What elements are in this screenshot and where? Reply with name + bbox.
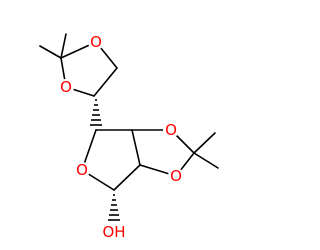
hashed-wedge-bond-upper	[90, 99, 102, 126]
bond-c2-c1	[113, 164, 141, 191]
atom-o-furanose-ring: O	[76, 161, 88, 179]
atom-o-ring-dioxolane-lower: O	[170, 167, 182, 185]
hashed-wedge-bond-hydroxyl	[108, 194, 120, 221]
atom-o-top-dioxolane-lower: O	[60, 78, 72, 96]
atom-o-ring-dioxolane-upper: O	[165, 121, 177, 139]
atom-o-top-dioxolane-upper: O	[90, 33, 102, 51]
bond-cq-methyl-top	[60, 33, 67, 59]
atom-hydroxyl: OH	[102, 223, 125, 241]
structure-canvas: O O O O O OH	[39, 33, 219, 241]
bond-cq-methyl-left	[39, 45, 62, 59]
bond-cq-methyl-upper	[193, 132, 216, 154]
bond-cq-methyl-lower	[193, 152, 219, 169]
bond-c3-c2	[131, 129, 141, 166]
upper-dioxolane-ring	[39, 33, 118, 97]
bond-ch2-ch	[93, 67, 118, 97]
furanose-ring	[81, 129, 141, 191]
atom-labels: O O O O O OH	[58, 33, 184, 241]
molecule-structure-svg: O O O O O OH	[39, 33, 219, 241]
